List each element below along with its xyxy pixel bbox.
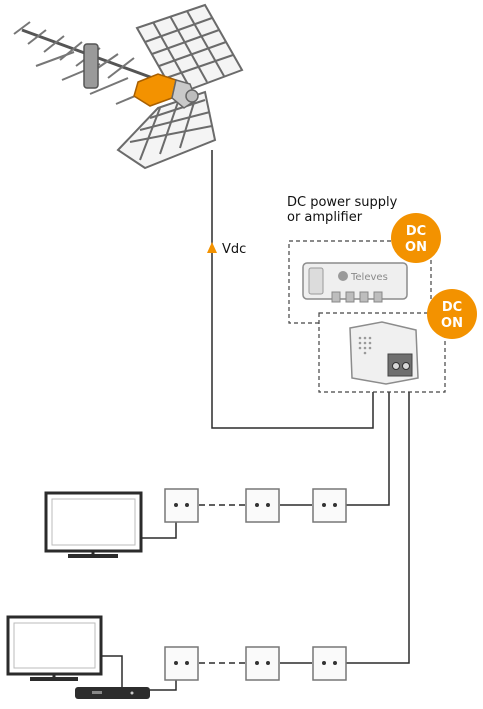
dc-on-badge-top: DC ON bbox=[391, 213, 441, 263]
svg-text:DC: DC bbox=[442, 300, 462, 315]
set-top-box-icon bbox=[75, 687, 150, 699]
amplifier-icon bbox=[349, 321, 419, 385]
wall-outlet-icon bbox=[164, 646, 199, 681]
power-supply-icon: Televes bbox=[302, 262, 408, 303]
device-brand: Televes bbox=[350, 272, 388, 283]
tv-icon bbox=[6, 615, 123, 690]
antenna-icon bbox=[13, 3, 244, 170]
wall-outlet-icon bbox=[245, 488, 280, 523]
wall-outlet-icon bbox=[245, 646, 280, 681]
power-supply-label-line1: DC power supply bbox=[287, 195, 398, 210]
svg-text:ON: ON bbox=[405, 240, 427, 255]
coax-cables bbox=[141, 150, 410, 691]
tv-icon bbox=[44, 491, 143, 558]
vdc-arrow-icon bbox=[207, 242, 217, 253]
svg-text:DC: DC bbox=[406, 224, 426, 239]
wall-outlet-icon bbox=[312, 488, 347, 523]
power-supply-label-line2: or amplifier bbox=[287, 210, 363, 225]
dc-on-badge-bottom: DC ON bbox=[427, 289, 477, 339]
voltage-label: Vdc bbox=[222, 242, 246, 257]
wall-outlet-icon bbox=[164, 488, 199, 523]
svg-text:ON: ON bbox=[441, 316, 463, 331]
wall-outlet-icon bbox=[312, 646, 347, 681]
